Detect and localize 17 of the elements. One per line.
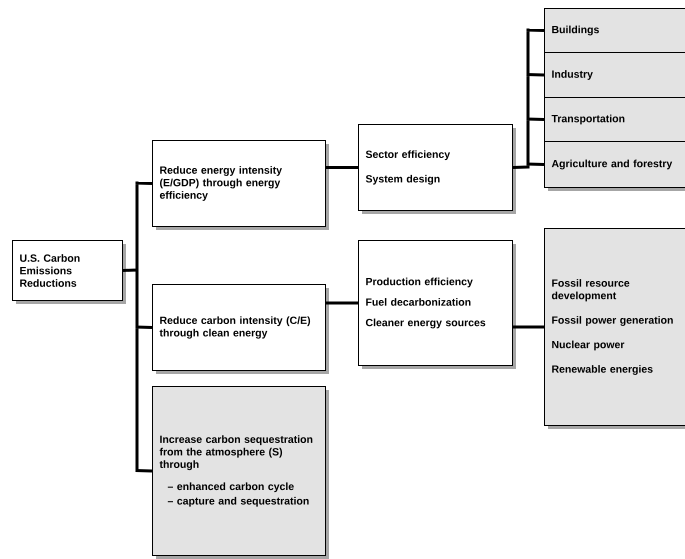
connector-line (512, 27, 546, 170)
category-panel: Agriculture and forestry (544, 141, 685, 191)
node-label: Agriculture and forestry (552, 160, 672, 170)
connector-line (326, 166, 358, 169)
connector-line (122, 180, 154, 474)
node-label: Transportation (552, 114, 624, 124)
connector-line (513, 325, 544, 328)
category-box: Reduce carbon intensity (C/E) through clean energy (152, 284, 329, 374)
category-panel: Fossil resource development Fossil power generation Nuclear power Renewable energies (544, 228, 685, 429)
category-box: Sector efficiency System design (358, 124, 516, 214)
connector-line (326, 302, 358, 304)
node-label: Buildings (552, 26, 599, 36)
node-label: Industry (552, 70, 593, 80)
category-box: U.S. Carbon Emissions Reductions (12, 240, 126, 304)
category-box: Production efficiency Fuel decarbonization Cleaner energy sources (358, 240, 516, 369)
category-panel: Increase carbon sequestration from the atmosphere (S) through – enhanced carbon cycle – capture and sequestration (152, 386, 329, 559)
category-box: Reduce energy intensity (E/GDP) through energy efficiency (152, 140, 329, 230)
